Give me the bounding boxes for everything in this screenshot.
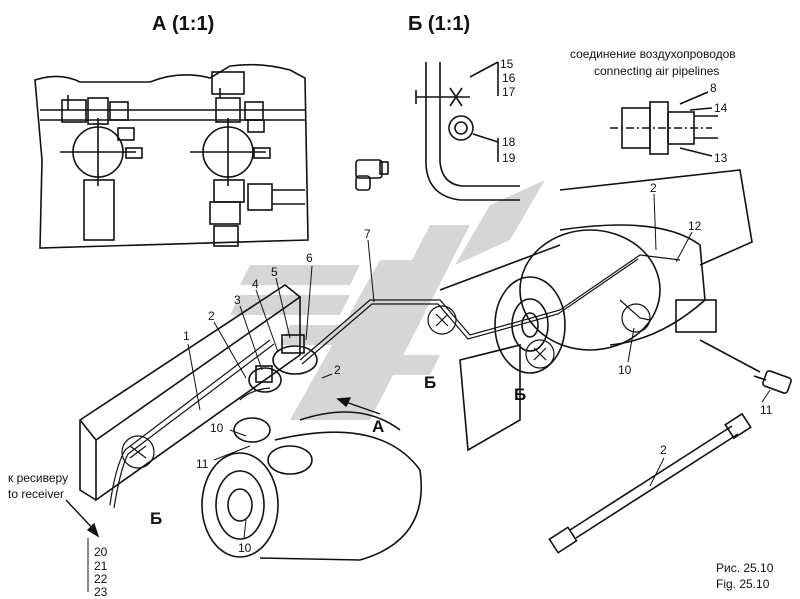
part-label-5: 5 — [271, 265, 278, 279]
part-label-21: 21 — [94, 559, 108, 573]
part-label-10-right: 10 — [618, 363, 632, 377]
section-label-b-left: Б — [150, 509, 162, 528]
section-label-b-mid: Б — [424, 373, 436, 392]
view-b-title: Б (1:1) — [408, 13, 470, 35]
axle-hub — [494, 224, 761, 374]
view-a-detail — [34, 63, 309, 249]
flexible-hose — [548, 412, 752, 554]
part-label-4: 4 — [252, 277, 259, 291]
part-label-7: 7 — [364, 227, 371, 241]
connection-note-ru: соединение воздухопроводов — [570, 47, 736, 61]
view-b-detail — [415, 61, 520, 201]
part-label-12: 12 — [688, 219, 702, 233]
connection-note-en: connecting air pipelines — [594, 64, 719, 78]
part-label-3: 3 — [234, 293, 241, 307]
part-label-1: 1 — [183, 329, 190, 343]
part-label-10-left: 10 — [210, 421, 224, 435]
part-label-17: 17 — [502, 85, 516, 99]
part-label-20: 20 — [94, 545, 108, 559]
part-label-2-top-right: 2 — [650, 181, 657, 195]
receiver-note-ru: к ресиверу — [8, 471, 68, 485]
part-label-22: 22 — [94, 572, 108, 586]
section-label-a: А — [372, 417, 384, 436]
part-label-2-hose: 2 — [660, 443, 667, 457]
brake-chamber-assembly — [201, 334, 422, 561]
part-label-8: 8 — [710, 81, 717, 95]
receiver-note-en: to receiver — [8, 487, 64, 501]
part-label-13: 13 — [714, 151, 728, 165]
elbow-fitting-sketch — [355, 159, 389, 191]
part-label-15: 15 — [500, 57, 514, 71]
fitting-11-right — [753, 370, 792, 394]
part-label-19: 19 — [502, 151, 516, 165]
part-number-labels: 1 2 3 4 5 6 7 2 10 11 10 2 12 10 11 2 8 … — [94, 57, 773, 599]
part-label-6: 6 — [306, 251, 313, 265]
part-label-16: 16 — [502, 71, 516, 85]
part-label-23: 23 — [94, 585, 108, 599]
part-label-18: 18 — [502, 135, 516, 149]
figure-caption-ru: Рис. 25.10 — [716, 561, 774, 575]
part-label-2-center: 2 — [334, 363, 341, 377]
view-a-arrow — [336, 397, 381, 415]
part-label-11-right: 11 — [760, 403, 773, 417]
figure-caption-en: Fig. 25.10 — [716, 577, 770, 591]
part-label-11-left: 11 — [196, 457, 209, 471]
part-label-10-bottom: 10 — [238, 541, 252, 555]
receiver-arrow — [65, 499, 100, 538]
part-label-2-left: 2 — [208, 309, 215, 323]
view-a-title: А (1:1) — [152, 13, 214, 35]
air-pipelines — [109, 254, 681, 509]
section-label-b-right: Б — [514, 385, 526, 404]
part-label-14: 14 — [714, 101, 728, 115]
leader-lines — [87, 193, 771, 592]
section-markers — [121, 303, 651, 469]
connection-detail — [610, 91, 718, 157]
